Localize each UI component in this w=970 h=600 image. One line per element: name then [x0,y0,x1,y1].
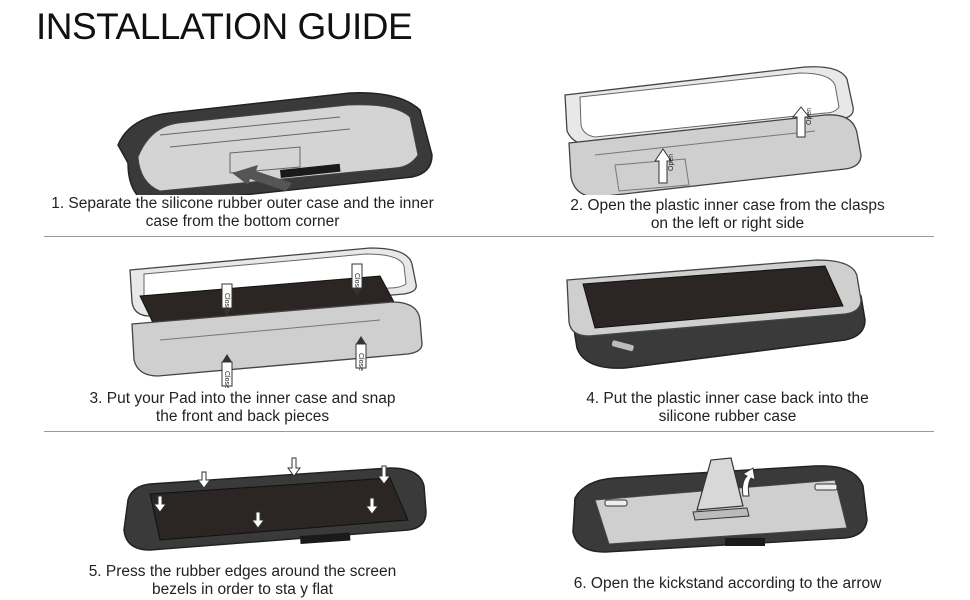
step-2-illustration: Open Open [564,66,862,195]
step-4: 4. Put the plastic inner case back into … [485,240,970,430]
close-tag-label: Close [223,371,230,388]
step-5-illustration [123,457,427,551]
step-2-caption-line2: on the left or right side [650,215,805,232]
press-arrow-icon [153,457,391,529]
close-tag-icon: Close [221,283,233,316]
front-frame [564,66,854,146]
close-tag-icon: Close [221,354,233,388]
step-4-caption-line2: silicone rubber case [658,408,797,425]
rubber-case [123,467,427,551]
step-5-caption-line2: bezels in order to sta y flat [152,581,333,598]
step-6: 6. Open the kickstand according to the a… [485,440,970,600]
close-tag-label: Close [353,273,360,291]
open-tag-label: Open [806,108,813,125]
step-3: Close Close Close Close 3. Put your Pad … [0,240,485,430]
step-1: 1. Separate the silicone rubber outer ca… [0,55,485,235]
inner-case-with-pad [566,259,862,337]
close-tag-icon: Close [351,263,363,296]
rubber-case [117,92,433,195]
rubber-case [572,465,868,553]
back-frame [131,301,423,377]
arrow-icon [232,165,292,191]
step-2: Open Open 2. Open the plastic inner case… [485,55,970,235]
open-tag-icon: Open [791,106,813,138]
open-tag-icon: Open [654,148,675,184]
step-3-caption-line1: 3. Put your Pad into the inner case and … [89,390,396,407]
step-3-illustration: Close Close Close Close [129,247,423,388]
close-tag-label: Close [223,293,230,311]
divider [44,236,934,237]
step-5-caption-line1: 5. Press the rubber edges around the scr… [88,563,397,580]
step-1-caption-line1: 1. Separate the silicone rubber outer ca… [51,195,434,212]
close-tag-label: Close [357,353,364,371]
step-4-caption-line1: 4. Put the plastic inner case back into … [586,390,869,407]
close-tag-icon: Close [355,336,367,371]
step-6-caption-line1: 6. Open the kickstand according to the a… [573,575,882,592]
step-1-caption-line2: case from the bottom corner [145,213,340,230]
step-2-caption-line1: 2. Open the plastic inner case from the … [570,197,885,214]
page-title: INSTALLATION GUIDE [36,6,413,47]
step-1-illustration [117,92,433,195]
arrow-icon [741,467,756,497]
step-6-illustration [572,457,868,553]
step-3-caption-line2: the front and back pieces [155,408,330,425]
kickstand [692,457,750,521]
open-tag-label: Open [668,154,675,171]
divider [44,431,934,432]
step-5: 5. Press the rubber edges around the scr… [0,440,485,600]
step-4-illustration [566,259,866,369]
